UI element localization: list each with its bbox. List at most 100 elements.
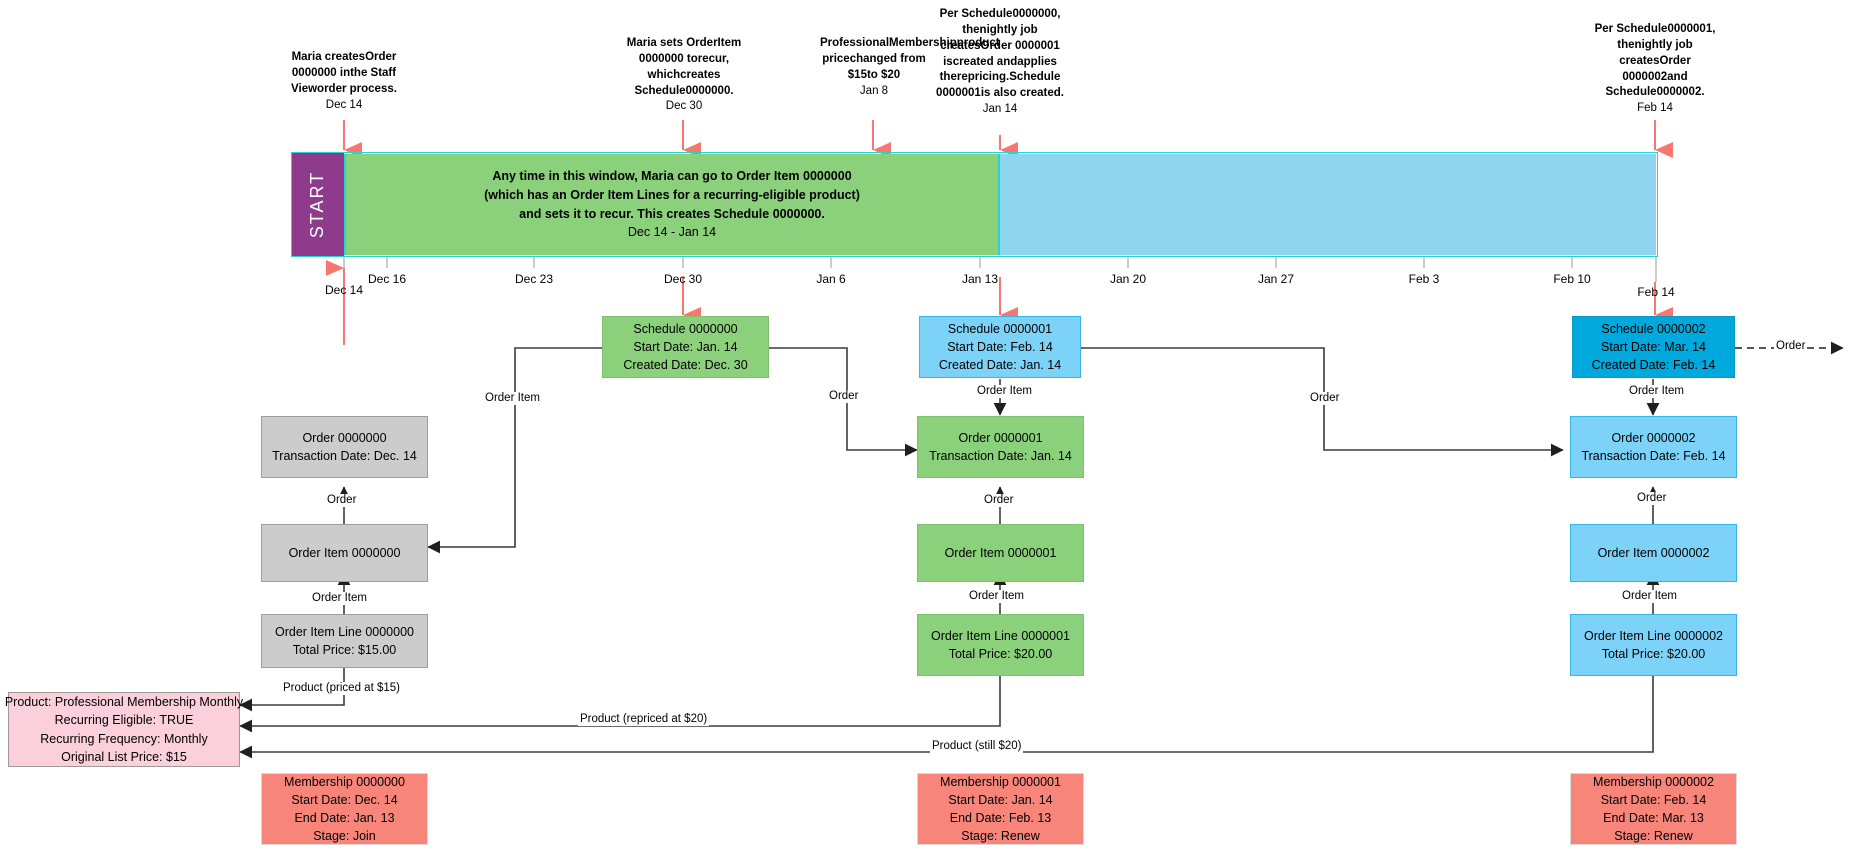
annotation-line: Maria creates	[291, 51, 366, 63]
annotation-line: created and	[952, 55, 1018, 68]
annotation-line: nightly job creates	[1619, 38, 1693, 67]
annotation-line: changed from $15	[847, 52, 926, 81]
node-line: End Date: Jan. 13	[294, 811, 395, 825]
node-order-item-line-0000001[interactable]: Order Item Line 0000001 Total Price: $20…	[917, 614, 1084, 676]
axis-tick-label: Jan 27	[1257, 272, 1295, 286]
timeline-window-region: Any time in this window, Maria can go to…	[344, 154, 1000, 255]
node-line: Start Date: Jan. 14	[633, 339, 738, 354]
node-order-item-line-0000000[interactable]: Order Item Line 0000000 Total Price: $15…	[261, 614, 428, 668]
timeline-window-line: and sets it to recur. This creates Sched…	[519, 206, 825, 221]
node-line: Product: Professional Membership Monthly	[4, 695, 244, 710]
edge-label-schedule1-order-right: Order	[1308, 392, 1342, 405]
node-line: Total Price: $20.00	[948, 647, 1053, 661]
node-order-item-0000001[interactable]: Order Item 0000001	[917, 524, 1084, 582]
annotation-line: repricing.	[956, 71, 1010, 84]
node-line: Start Date: Mar. 14	[1601, 339, 1706, 354]
timeline-window-range: Dec 14 - Jan 14	[627, 225, 717, 240]
timeline-blue-region	[1000, 154, 1656, 255]
node-line: Order Item Line 0000000	[275, 624, 414, 639]
node-line: Total Price: $15.00	[292, 643, 397, 657]
node-line: Order Item Line 0000002	[1584, 628, 1723, 643]
annotation-date: Feb 14	[1637, 102, 1673, 115]
node-order-0000001[interactable]: Order 0000001 Transaction Date: Jan. 14	[917, 416, 1084, 478]
axis-tick-label: Dec 14	[324, 283, 364, 297]
annotation-line: nightly job creates	[940, 23, 1038, 52]
edge-label-order-item-mid: Order Item	[967, 590, 1026, 603]
annotation-line: product price	[822, 37, 1000, 65]
annotation-jan8: ProfessionalMembershipproduct pricechang…	[820, 36, 1000, 99]
node-order-item-0000002[interactable]: Order Item 0000002	[1570, 524, 1737, 582]
axis-tick-label: Dec 23	[514, 272, 554, 286]
edge-label-schedule0-order-item: Order Item	[483, 392, 542, 405]
node-line: Membership 0000002	[1593, 774, 1714, 789]
edge-label-order-left: Order	[325, 494, 359, 507]
node-line: Created Date: Dec. 30	[623, 358, 748, 373]
annotation-line: and Schedule	[1605, 70, 1688, 99]
annotation-line: recur, which	[647, 52, 730, 81]
annotation-line: Per Schedule	[939, 8, 1013, 20]
edge-label-product-priced-15: Product (priced at $15)	[281, 682, 402, 695]
axis-tick-label: Dec 16	[367, 272, 407, 286]
edge-label-schedule0-order: Order	[827, 390, 861, 403]
node-line: End Date: Mar. 13	[1603, 811, 1704, 825]
node-line: Start Date: Feb. 14	[1600, 792, 1707, 807]
node-line: Original List Price: $15	[61, 749, 187, 764]
node-line: Order Item Line 0000001	[931, 628, 1070, 643]
timeline-start-label: START	[307, 170, 328, 239]
timeline-bar	[291, 152, 1658, 257]
node-line: Order 0000001	[958, 430, 1043, 445]
edge-label-schedule2-outgoing-order: Order	[1774, 340, 1808, 353]
annotation-date: Jan 8	[859, 84, 889, 97]
node-line: Transaction Date: Dec. 14	[272, 449, 417, 463]
axis-tick-label: Jan 20	[1109, 272, 1147, 286]
edge-label-product-still-20: Product (still $20)	[930, 740, 1024, 753]
node-line: End Date: Feb. 13	[949, 811, 1052, 825]
annotation-line: Maria sets Order	[626, 37, 718, 49]
annotation-date: Jan 14	[982, 103, 1018, 116]
annotation-line: Professional	[820, 37, 890, 49]
node-order-item-0000000[interactable]: Order Item 0000000	[261, 524, 428, 582]
axis-tick-label: Jan 13	[961, 272, 999, 286]
node-order-item-line-0000002[interactable]: Order Item Line 0000002 Total Price: $20…	[1570, 614, 1737, 676]
node-line: Created Date: Feb. 14	[1591, 358, 1716, 373]
node-line: Transaction Date: Feb. 14	[1581, 449, 1726, 463]
node-line: Recurring Eligible: TRUE	[54, 713, 194, 728]
node-line: Stage: Join	[313, 829, 376, 844]
node-product[interactable]: Product: Professional Membership Monthly…	[4, 692, 244, 767]
node-membership-0000002[interactable]: Membership 0000002 Start Date: Feb. 14 E…	[1570, 773, 1737, 845]
node-line: Recurring Frequency: Monthly	[40, 731, 208, 746]
node-line: Start Date: Feb. 14	[947, 339, 1053, 354]
annotation-line: Membership	[889, 37, 957, 49]
node-schedule-0000002[interactable]: Schedule 0000002 Start Date: Mar. 14 Cre…	[1572, 316, 1735, 378]
annotation-dec14: Maria createsOrder 0000000 inthe Staff V…	[278, 50, 410, 113]
annotation-line: 0000000, the	[962, 8, 1061, 36]
edge-label-product-repriced-20: Product (repriced at $20)	[578, 713, 710, 726]
annotation-line: is also created.	[980, 87, 1064, 100]
middle-column-edges	[239, 347, 1564, 733]
node-schedule-0000000[interactable]: Schedule 0000000 Start Date: Jan. 14 Cre…	[602, 316, 769, 378]
node-membership-0000001[interactable]: Membership 0000001 Start Date: Jan. 14 E…	[917, 773, 1084, 845]
node-line: Order 0000000	[302, 430, 387, 445]
annotation-line: Schedule 0000001	[936, 71, 1061, 100]
annotation-jan14: Per Schedule0000000, thenightly job crea…	[932, 7, 1068, 118]
node-order-0000002[interactable]: Order 0000002 Transaction Date: Feb. 14	[1570, 416, 1737, 478]
annotation-line: Order 0000002	[1622, 54, 1691, 83]
annotation-line: applies the	[939, 55, 1057, 84]
node-schedule-0000001[interactable]: Schedule 0000001 Start Date: Feb. 14 Cre…	[919, 316, 1081, 378]
annotation-line: the Staff View	[291, 66, 397, 95]
axis-tick-label: Feb 14	[1637, 285, 1675, 299]
axis-tick-label: Feb 3	[1408, 272, 1440, 286]
edge-label-schedule1-order-item: Order Item	[975, 385, 1034, 398]
node-membership-0000000[interactable]: Membership 0000000 Start Date: Dec. 14 E…	[261, 773, 428, 845]
node-line: Schedule 0000002	[1601, 321, 1706, 336]
edge-label-order-item-left: Order Item	[310, 592, 369, 605]
node-order-0000000[interactable]: Order 0000000 Transaction Date: Dec. 14	[261, 416, 428, 478]
node-line: Order Item 0000001	[944, 545, 1057, 560]
node-line: Created Date: Jan. 14	[938, 358, 1062, 373]
annotation-line: Item 0000000 to	[638, 37, 742, 65]
edge-label-order-mid: Order	[982, 494, 1016, 507]
annotation-line: 0000002.	[1656, 86, 1705, 99]
node-line: Order 0000002	[1611, 430, 1696, 445]
annotation-line: Per Schedule	[1594, 23, 1668, 35]
node-line: Stage: Renew	[1614, 829, 1693, 844]
